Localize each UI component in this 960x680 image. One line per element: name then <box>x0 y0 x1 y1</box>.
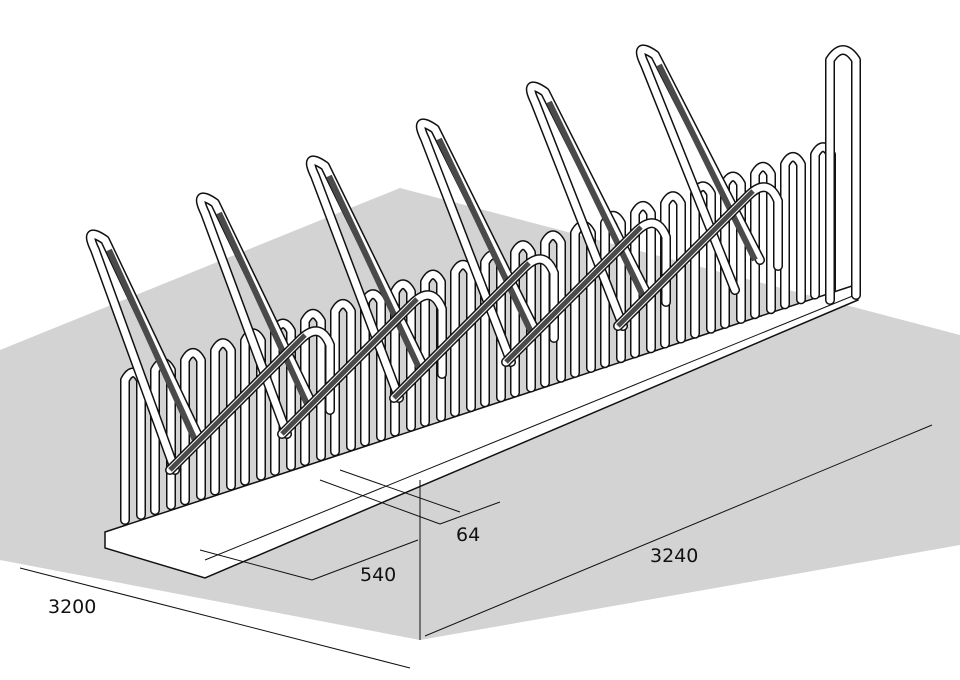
low-holder-loop <box>751 163 775 318</box>
length-dimension-label: 3240 <box>650 545 699 567</box>
upper-holder-loop <box>417 119 540 366</box>
ramp-dark-bar <box>504 225 643 364</box>
low-holder-loop <box>451 261 475 416</box>
low-holder-loop <box>391 280 415 436</box>
upper-dark-bar <box>436 137 534 334</box>
extension-line <box>339 469 461 513</box>
length-dimension-line <box>424 424 933 637</box>
end-holder-loop-outline <box>825 45 861 305</box>
low-holder-loop <box>331 300 355 455</box>
low-holder-loop <box>211 339 235 495</box>
ramp-dark-bar <box>392 261 531 400</box>
end-holder-loop <box>826 46 860 304</box>
low-holder-loop <box>631 202 655 357</box>
upper-holder-loop <box>637 45 764 294</box>
low-holder-loop <box>421 271 445 426</box>
upper-dark-bar <box>656 63 758 262</box>
dimension-lines <box>19 424 933 669</box>
ramp-dark-bar <box>280 297 419 436</box>
ramp-dark-bar <box>616 189 755 328</box>
low-holder-loop <box>661 192 685 348</box>
pitch-dimension-line <box>311 539 419 581</box>
gap-dimension-label: 64 <box>456 524 481 546</box>
low-holder-loop <box>781 153 805 308</box>
upper-dark-bar <box>216 211 310 406</box>
gap-dimension-line <box>439 501 501 525</box>
depth-dimension-line <box>19 567 411 669</box>
upper-holder-loop <box>527 82 652 330</box>
base-rail <box>104 284 859 579</box>
low-holder-loop <box>181 349 205 504</box>
upper-dark-bar <box>326 174 422 370</box>
low-holder-loop <box>511 241 535 397</box>
upper-holder-loop <box>307 156 428 402</box>
upper-holder-loop <box>87 230 204 474</box>
base-rail-edge <box>204 294 856 561</box>
upper-dark-bar <box>106 248 198 442</box>
rack <box>85 44 861 579</box>
low-holder-loop <box>541 231 565 387</box>
upper-holder-loop <box>197 193 316 438</box>
depth-dimension-label: 3200 <box>48 596 97 618</box>
upper-dark-bar <box>546 100 646 298</box>
pitch-dimension-label: 540 <box>360 564 397 586</box>
extension-line <box>199 549 313 581</box>
low-holder-loop <box>301 310 325 465</box>
ramp-dark-bar <box>168 333 307 472</box>
